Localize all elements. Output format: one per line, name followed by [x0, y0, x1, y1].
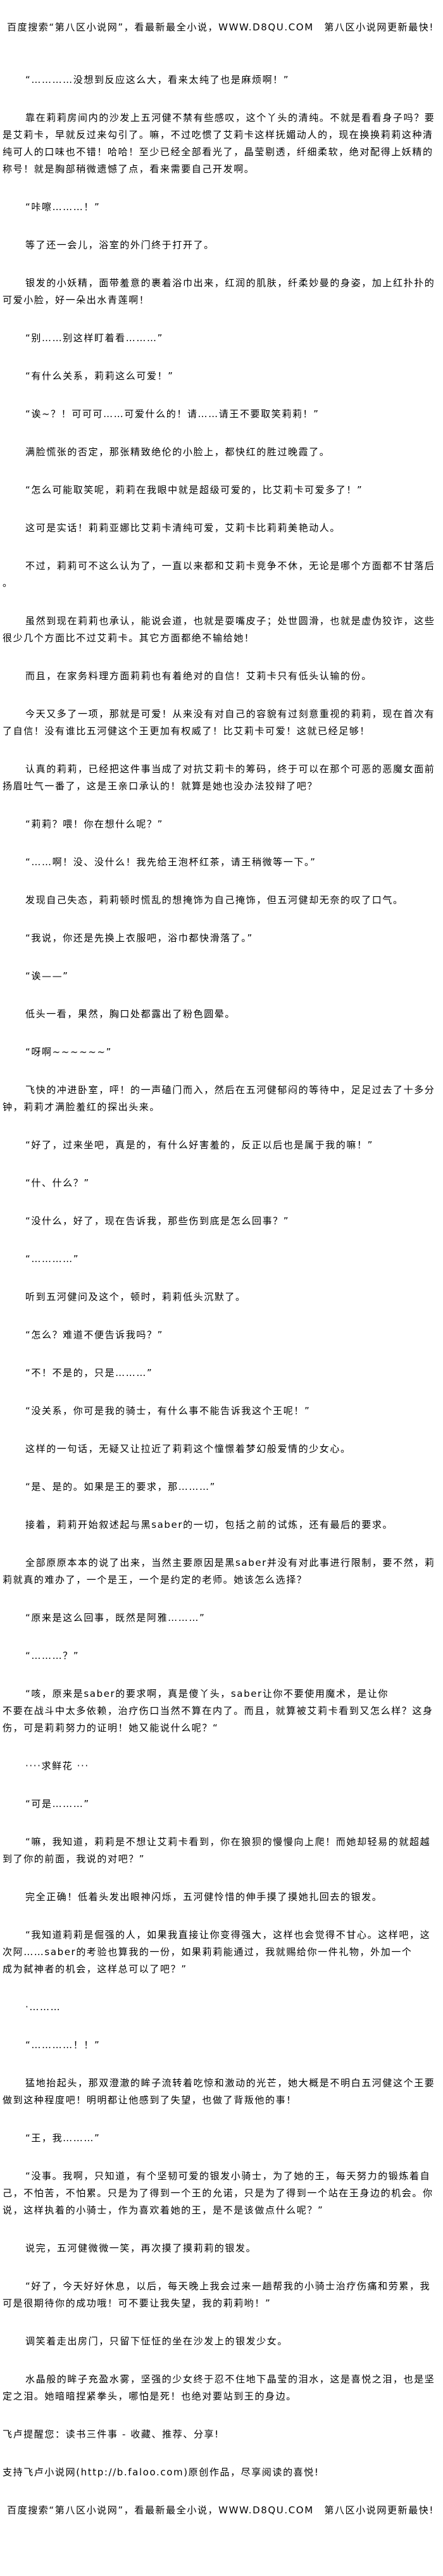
story-paragraph: 调笑着走出房门，只留下怔怔的坐在沙发上的银发少女。 — [25, 2335, 289, 2347]
story-paragraph: 接着，莉莉开始叙述起与黑saber的一切，包括之前的试炼，还有最后的要求。 — [25, 1519, 394, 1530]
story-paragraph: “没关系，你可是我的骑士，有什么事不能告诉我这个王呢！” — [25, 1405, 311, 1416]
story-paragraph: “诶~？！可可可……可爱什么的！请……请王不要取笑莉莉！” — [25, 408, 320, 420]
story-paragraph: 猛地抬起头，那双澄澈的眸子流转着吃惊和激动的光芒，她大概是不明白五河健这个王要做… — [3, 2077, 435, 2106]
story-paragraph: 认真的莉莉，已经把这件事当成了对抗艾莉卡的筹码，终于可以在那个可恶的恶魔女面前扬… — [3, 763, 435, 792]
story-paragraph: 低头一看，果然，胸口处都露出了粉色圆晕。 — [25, 1008, 236, 1020]
story-paragraph: “呀啊~~~~~~” — [25, 1046, 112, 1058]
story-paragraph: 今天又多了一项，那就是可爱！从来没有对自己的容貌有过刻意重视的莉莉，现在首次有了… — [3, 708, 435, 737]
story-paragraph: “…………” — [25, 1253, 80, 1265]
story-paragraph: “莉莉？喂！你在想什么呢？” — [25, 818, 163, 830]
story-paragraph: 满脸慌张的否定，那张精致绝伦的小脸上，都快红的胜过晚霞了。 — [25, 446, 330, 458]
story-paragraph: 不过，莉莉可不这么认为了，一直以来都和艾莉卡竞争不休，无论是哪个方面都不甘落后。 — [3, 560, 435, 589]
story-paragraph: “王，我………” — [25, 2132, 101, 2144]
footer-notes: 飞卢提醒您：读书三件事 - 收藏、推荐、分享! 支持飞卢小说网(http://b.… — [3, 2426, 439, 2481]
story-paragraph: “什、什么？” — [25, 1177, 90, 1189]
story-paragraph: 等了还一会儿，浴室的外门终于打开了。 — [25, 239, 215, 251]
story-paragraph: “原来是这么回事，既然是阿雅………” — [25, 1612, 206, 1623]
story-paragraph: 靠在莉莉房间内的沙发上五河健不禁有些感叹，这个丫头的清纯。不就是看看身子吗？要是… — [3, 112, 435, 175]
story-paragraph: 全部原原本本的说了出来，当然主要原因是黑saber并没有对此事进行限制，要不然，… — [3, 1557, 435, 1585]
story-paragraph: “别……别这样盯着看………” — [25, 332, 163, 344]
story-paragraph: “诶——” — [25, 970, 69, 982]
site-banner-bottom: 百度搜索“第八区小说网”，看最新最全小说，WWW.D8QU.COM 第八区小说网… — [7, 2504, 434, 2516]
story-paragraph: ·……… — [25, 2001, 61, 2013]
story-paragraph: “咳，原来是saber的要求啊，真是傻丫头，saber让你不要使用魔术，是让你 … — [3, 1688, 434, 1734]
story-paragraph: “………？” — [25, 1650, 80, 1661]
story-paragraph: 完全正确！低着头发出眼神闪烁，五河健怜惜的伸手摸了摸她扎回去的银发。 — [25, 1891, 383, 1903]
story-paragraph: “嘛，我知道，莉莉是不想让艾莉卡看到，你在狼狈的慢慢向上爬！而她却轻易的就超越到… — [3, 1836, 431, 1865]
story-paragraph: 这样的一句话，无疑又让拉近了莉莉这个憧憬着梦幻般爱情的少女心。 — [25, 1443, 351, 1454]
story-paragraph: 虽然到现在莉莉也承认，能说会道，也就是耍嘴皮子；处世圆滑，也就是虚伪狡诈，这些很… — [3, 615, 435, 644]
story-paragraph: 这可是实话！莉莉亚娜比艾莉卡清纯可爱，艾莉卡比莉莉美艳动人。 — [25, 522, 341, 534]
story-paragraph: “不！不是的，只是………” — [25, 1367, 153, 1379]
story-paragraph: 水晶般的眸子充盈水雾，坚强的少女终于忍不住地下晶莹的泪水，这是喜悦之泪，也是坚定… — [3, 2373, 435, 2402]
story-paragraph: 而且，在家务料理方面莉莉也有着绝对的自信！艾莉卡只有低头认输的份。 — [25, 670, 372, 682]
story-paragraph: “…………没想到反应这么大，看来太纯了也是麻烦啊！” — [25, 74, 290, 85]
story-paragraph: “是、是的。如果是王的要求，那………” — [25, 1481, 216, 1492]
story-paragraph: “没什么，好了，现在告诉我，那些伤到底是怎么回事？” — [25, 1215, 290, 1227]
chapter-body: “…………没想到反应这么大，看来太纯了也是麻烦啊！” 靠在莉莉房间内的沙发上五河健… — [3, 72, 439, 2405]
story-paragraph: “咔嚓………！” — [25, 201, 101, 213]
story-paragraph: “没事。我啊，只知道，有个坚韧可爱的银发小骑士，为了她的王，每天努力的锻炼着自己… — [3, 2170, 434, 2216]
story-paragraph: “怎么？难道不便告诉我吗？” — [25, 1329, 163, 1341]
story-paragraph: “可是………” — [25, 1798, 90, 1810]
story-paragraph: “好了，今天好好休息，以后，每天晚上我会过来一趟帮我的小骑士治疗伤痛和劳累，我可… — [3, 2280, 431, 2309]
story-paragraph: “我知道莉莉是倔强的人，如果我直接让你变得强大，这样也会觉得不甘心。这样吧，这次… — [3, 1929, 431, 1975]
reading-reminder: 飞卢提醒您：读书三件事 - 收藏、推荐、分享! — [3, 2429, 220, 2440]
story-paragraph: 听到五河健问及这个，顿时，莉莉低头沉默了。 — [25, 1291, 246, 1303]
story-paragraph: ····求鲜花 ··· — [25, 1760, 89, 1772]
story-paragraph: “怎么可能取笑呢，莉莉在我眼中就是超级可爱的，比艾莉卡可爱多了！” — [25, 484, 363, 496]
story-paragraph: 发现自己失态，莉莉顿时慌乱的想掩饰为自己掩饰，但五河健却无奈的叹了口气。 — [25, 894, 404, 906]
story-paragraph: “好了，过来坐吧，真是的，有什么好害羞的，反正以后也是属于我的嘛！” — [25, 1139, 373, 1151]
story-paragraph: 飞快的冲进卧室，呯！的一声磕门而入，然后在五河健郁闷的等待中，足足过去了十多分钟… — [3, 1084, 435, 1113]
story-paragraph: “我说，你还是先换上衣服吧，浴巾都快滑落了。” — [25, 932, 253, 944]
story-paragraph: “…………！！” — [25, 2039, 101, 2051]
support-faloo-note: 支持飞卢小说网(http://b.faloo.com)原创作品，尽享阅读的喜悦! — [3, 2467, 320, 2478]
story-paragraph: 说完，五河健微微一笑，再次摸了摸莉莉的银发。 — [25, 2242, 257, 2254]
story-paragraph: “有什么关系，莉莉这么可爱！” — [25, 370, 174, 382]
story-paragraph: “……啊！没、没什么！我先给王泡杯红茶，请王稍微等一下。” — [25, 856, 316, 868]
site-banner-top: 百度搜索“第八区小说网”，看最新最全小说，WWW.D8QU.COM 第八区小说网… — [7, 22, 434, 33]
story-paragraph: 银发的小妖精，面带羞意的裹着浴巾出来，红润的肌肤，纤柔妙曼的身姿，加上红扑扑的可… — [3, 277, 435, 306]
